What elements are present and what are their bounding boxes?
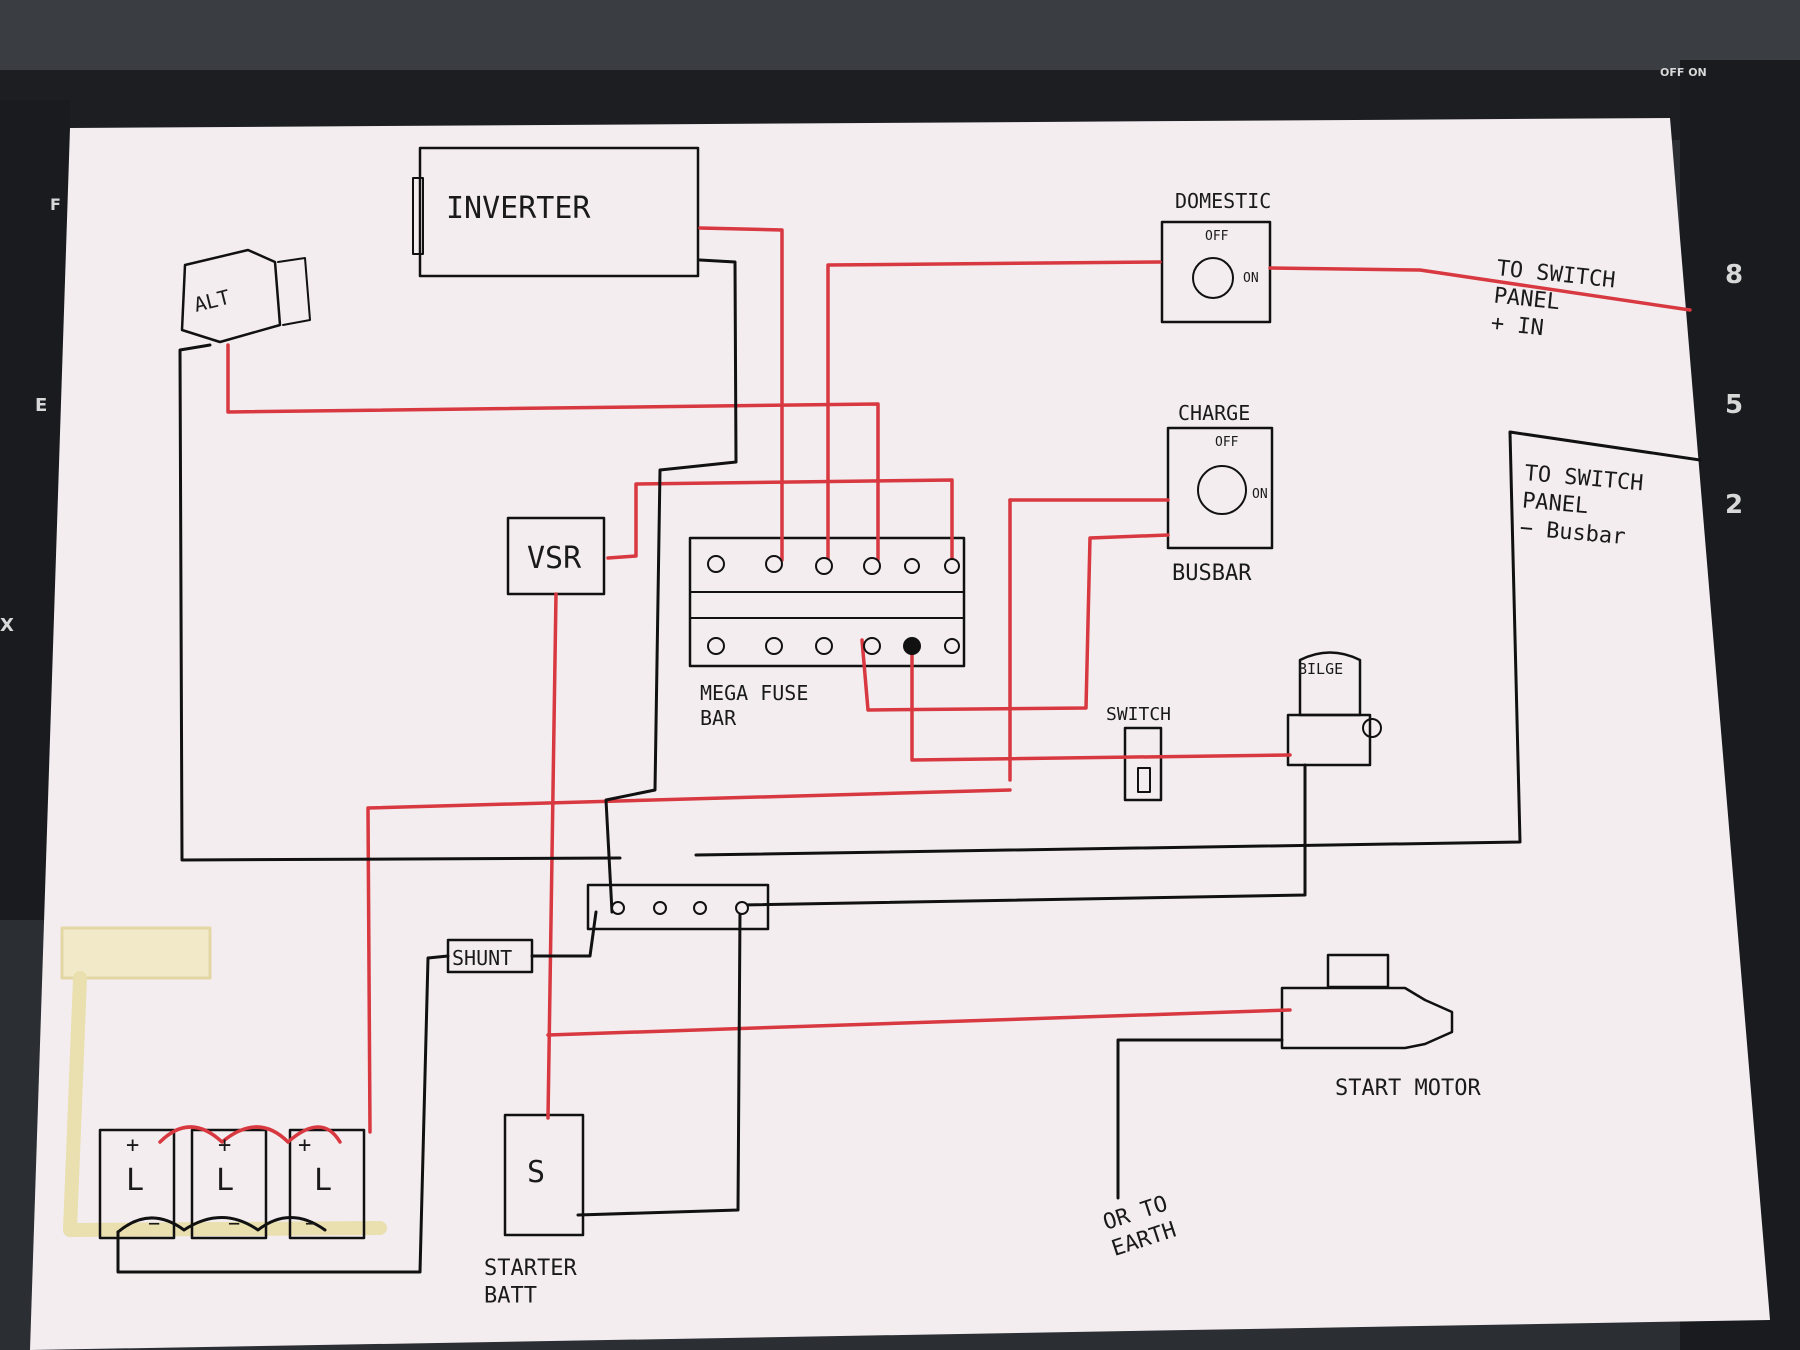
alternator-pulley — [277, 257, 311, 326]
house-battery-l-3: L — [314, 1163, 332, 1198]
wire-charge-out — [860, 533, 1170, 712]
wire-inverter-negative — [604, 258, 738, 914]
house-battery-minus-3: − — [305, 1211, 317, 1235]
bilge-label: BILGE — [1298, 660, 1343, 678]
negative-busbar — [586, 883, 770, 931]
wire-vsr-to-starter — [546, 592, 558, 1120]
starter-battery — [503, 1113, 585, 1237]
wire-starter-negative — [576, 910, 742, 1217]
negative-wires — [116, 258, 1702, 1274]
wire-house-positive — [366, 788, 1012, 1134]
wire-shunt-busbar — [530, 910, 598, 958]
wire-alternator-negative — [178, 343, 622, 862]
key-f: F — [50, 195, 61, 214]
inverter-label: INVERTER — [446, 191, 591, 226]
labels: INVERTER ALT DOMESTIC OFF ON CHARGE OFF … — [126, 189, 1644, 1309]
off-on-switch-label: OFF ON — [1660, 66, 1707, 79]
domestic-label: DOMESTIC — [1175, 189, 1271, 213]
wire-house-negative — [116, 954, 450, 1274]
house-battery-1 — [98, 1128, 176, 1240]
charge-on-label: ON — [1252, 487, 1268, 502]
bilge-pump-top — [1298, 651, 1362, 717]
key-2: 2 — [1725, 490, 1744, 520]
wire-domestic-feed — [826, 260, 1162, 562]
paper-sheet — [30, 118, 1770, 1350]
vsr-label: VSR — [527, 541, 582, 576]
wire-bilge-negative — [740, 763, 1307, 907]
charge-switch-box — [1166, 426, 1274, 550]
house-battery-minus-1: − — [148, 1211, 160, 1235]
wire-switch-panel-negative — [694, 430, 1702, 857]
inverter-side-terminals — [412, 177, 424, 255]
house-battery-plus-2: + — [218, 1133, 231, 1158]
wire-house-negative-links — [116, 1216, 327, 1234]
starter-s-label: S — [527, 1155, 545, 1190]
house-battery-l-1: L — [126, 1163, 144, 1198]
terminal-block-wire — [63, 971, 387, 1237]
busbar-label: BUSBAR — [1172, 561, 1252, 586]
domestic-switch-box — [1160, 220, 1272, 324]
wire-bilge-feed — [910, 638, 1292, 762]
key-8: 8 — [1725, 260, 1744, 290]
house-battery-l-2: L — [216, 1163, 234, 1198]
house-battery-minus-2: − — [228, 1211, 240, 1235]
key-5: 5 — [1725, 390, 1744, 420]
wire-house-battery-links — [158, 1125, 342, 1144]
bilge-pump-body — [1286, 713, 1372, 767]
domestic-on-label: ON — [1243, 271, 1259, 286]
charge-label: CHARGE — [1178, 401, 1250, 425]
start-motor-body — [1280, 986, 1454, 1050]
inverter-box — [418, 146, 700, 278]
charge-switch-knob — [1197, 465, 1247, 515]
key-x: X — [0, 615, 14, 636]
house-battery-2 — [190, 1128, 268, 1240]
domestic-off-label: OFF — [1205, 229, 1229, 244]
terminal-block — [60, 926, 212, 980]
charge-off-label: OFF — [1215, 435, 1239, 450]
wire-inverter-positive — [698, 226, 784, 562]
start-motor-label: START MOTOR — [1335, 1076, 1481, 1101]
house-battery-plus-1: + — [126, 1133, 139, 1158]
positive-wires — [158, 226, 1692, 1144]
wire-motor-earth — [1116, 1038, 1284, 1200]
wire-starter-to-motor — [546, 1008, 1292, 1037]
wire-to-switch-panel-positive — [1268, 266, 1692, 312]
shunt-label: SHUNT — [452, 946, 512, 970]
domestic-switch-knob — [1192, 257, 1234, 299]
switch-label: SWITCH — [1106, 704, 1171, 725]
key-e: E — [35, 395, 48, 416]
house-battery-plus-3: + — [298, 1133, 311, 1158]
alternator-body — [180, 248, 282, 344]
fuse-studs — [611, 555, 960, 915]
bilge-switch — [1123, 726, 1163, 802]
wire-vsr-to-fusebar — [606, 478, 954, 562]
